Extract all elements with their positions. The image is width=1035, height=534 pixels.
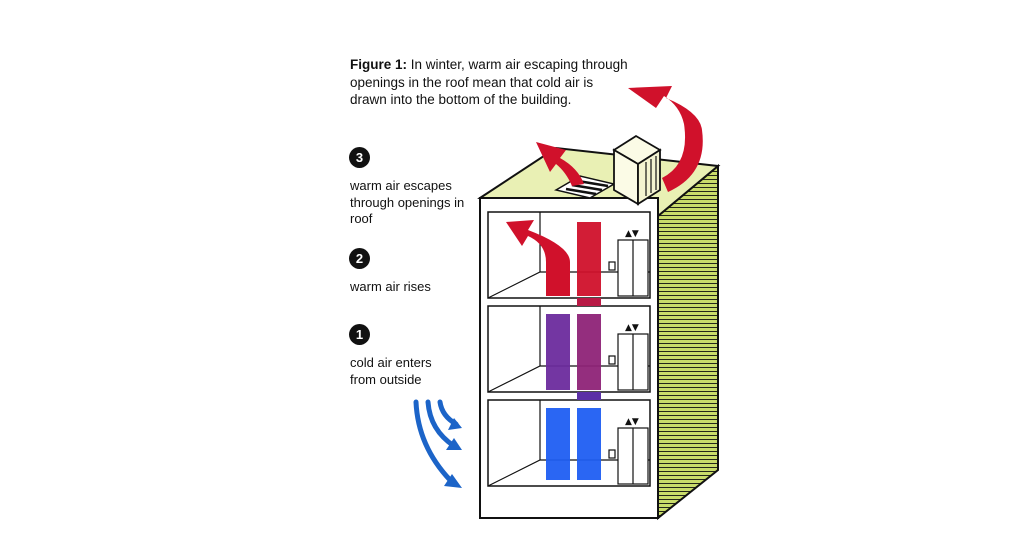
svg-text:▲▼: ▲▼: [625, 323, 639, 333]
caption-label: Figure 1:: [350, 57, 408, 72]
step-1-badge: 1: [349, 324, 370, 345]
step-1-text: cold air enters from outside: [350, 355, 432, 387]
cold-air-arrowheads: [444, 418, 462, 488]
caption-text: In winter, warm air escaping through ope…: [350, 57, 628, 107]
warm-air-column-left: [546, 298, 601, 480]
elevator-floor-1: ▲▼: [608, 417, 649, 485]
elevator-floor-2: ▲▼: [608, 323, 649, 391]
floor-perspective-lines: [487, 212, 650, 487]
rooftop-unit: [612, 134, 662, 206]
svg-text:▲▼: ▲▼: [625, 229, 639, 239]
svg-text:▲▼: ▲▼: [625, 417, 639, 427]
step-3-badge: 3: [349, 147, 370, 168]
step-2-badge: 2: [349, 248, 370, 269]
figure-caption: Figure 1: In winter, warm air escaping t…: [350, 56, 630, 109]
warm-air-escape-arrow-vent: [536, 142, 584, 186]
step-2-text: warm air rises: [350, 279, 431, 294]
building-side-wall: [657, 163, 719, 521]
warm-air-column-right: [577, 222, 601, 480]
elevator-floor-3: ▲▼: [608, 229, 649, 297]
step-3-text: warm air escapes through openings in roo…: [350, 178, 465, 226]
warm-air-arrow-floor-3: [506, 220, 570, 296]
cold-air-arrows: [413, 399, 459, 483]
warm-air-escape-arrow-unit: [628, 86, 703, 192]
